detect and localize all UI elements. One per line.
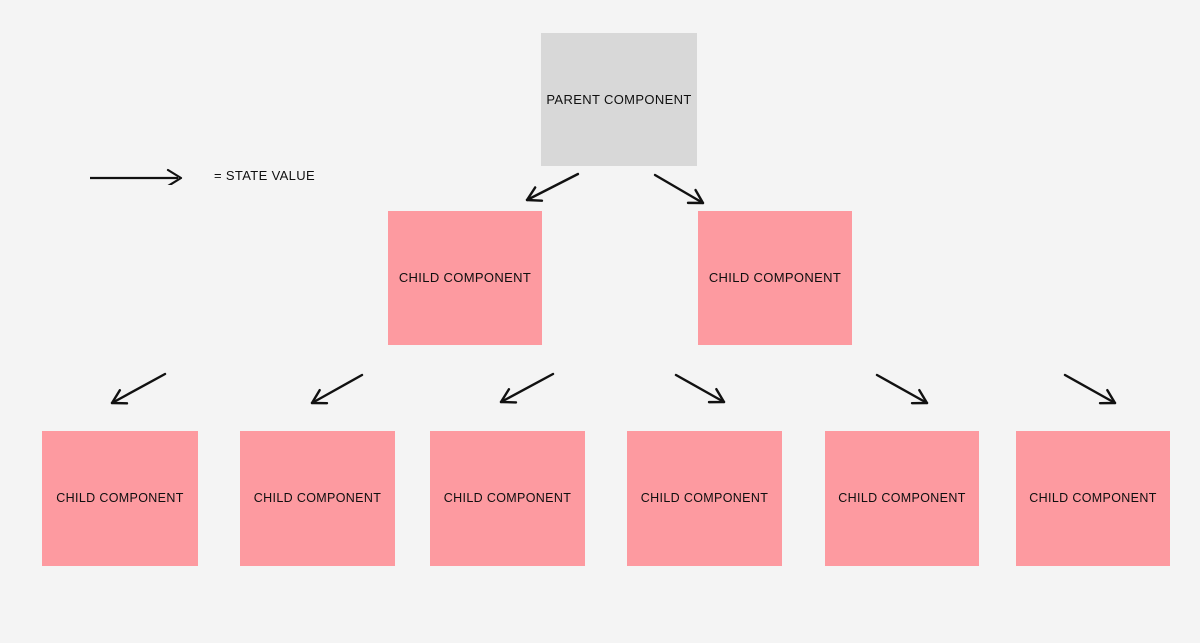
child-component-label: CHILD COMPONENT — [443, 491, 572, 505]
child-component-node-row3-1[interactable]: CHILD COMPONENT — [42, 431, 198, 566]
child-component-label: CHILD COMPONENT — [1029, 491, 1157, 505]
child-component-node-row3-6[interactable]: CHILD COMPONENT — [1016, 431, 1170, 566]
child-component-label: CHILD COMPONENT — [838, 491, 966, 505]
arrow-child2-to-grandchild-4 — [674, 373, 726, 404]
child-component-node-row3-4[interactable]: CHILD COMPONENT — [627, 431, 782, 566]
legend: = STATE VALUE — [88, 162, 315, 188]
parent-component-node[interactable]: PARENT COMPONENT — [541, 33, 697, 166]
arrow-child2-to-grandchild-6 — [1063, 373, 1117, 405]
child-component-label: CHILD COMPONENT — [640, 491, 769, 505]
arrow-right-icon — [90, 168, 183, 185]
legend-label: = STATE VALUE — [214, 167, 315, 183]
arrow-parent-to-child-right — [653, 173, 705, 205]
arrow-child1-to-grandchild-1 — [110, 372, 167, 405]
arrow-child1-to-grandchild-2 — [310, 373, 364, 405]
child-component-label: CHILD COMPONENT — [253, 491, 382, 505]
child-component-label: CHILD COMPONENT — [398, 270, 532, 286]
child-component-label: CHILD COMPONENT — [708, 270, 842, 286]
child-component-node-row2-2[interactable]: CHILD COMPONENT — [698, 211, 852, 345]
child-component-node-row3-2[interactable]: CHILD COMPONENT — [240, 431, 395, 566]
child-component-node-row3-3[interactable]: CHILD COMPONENT — [430, 431, 585, 566]
arrow-child1-to-grandchild-3 — [499, 372, 555, 404]
child-component-node-row2-1[interactable]: CHILD COMPONENT — [388, 211, 542, 345]
child-component-node-row3-5[interactable]: CHILD COMPONENT — [825, 431, 979, 566]
arrow-parent-to-child-left — [525, 172, 580, 202]
child-component-label: CHILD COMPONENT — [56, 491, 184, 505]
parent-component-label: PARENT COMPONENT — [546, 91, 692, 107]
arrow-child2-to-grandchild-5 — [875, 373, 929, 405]
